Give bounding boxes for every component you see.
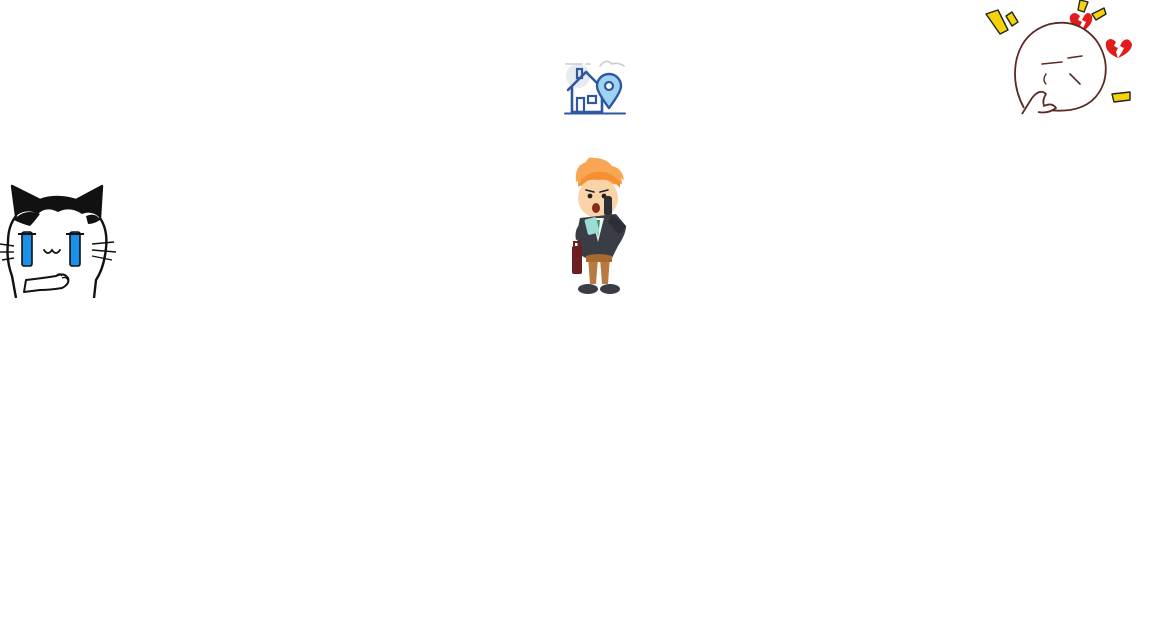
worried-businessman-on-phone-icon <box>572 157 626 294</box>
crying-cat-icon <box>0 184 117 298</box>
house-location-pin-icon <box>564 60 626 115</box>
heartbroken-face-icon <box>985 0 1132 115</box>
